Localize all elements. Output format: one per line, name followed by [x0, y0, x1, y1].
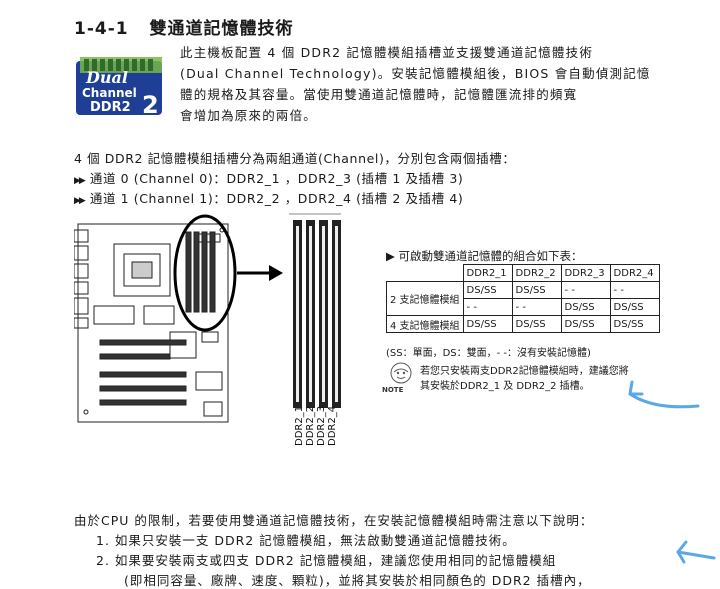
svg-text:Dual: Dual	[85, 68, 128, 87]
combo-table-title: ▶ 可啟動雙通道記憶體的組合如下表：	[386, 248, 583, 264]
intro-line-4: 會增加為原來的兩倍。	[180, 108, 318, 123]
intro-line-3: 體的規格及其容量。當使用雙通道記憶體時，記憶體匯流排的頻寬	[180, 87, 578, 102]
channel-1-line: ▶▶通道 1 (Channel 1)：DDR2_2 ，DDR2_4 (插槽 2 …	[74, 188, 463, 207]
bullet-arrow-icon: ▶	[386, 249, 395, 263]
annotation-arrow-icon	[676, 540, 716, 564]
intro-line-2: (Dual Channel Technology)。安裝記憶體模組後，BIOS …	[180, 66, 651, 81]
slot-label-ddr2-4: DDR2_4	[327, 406, 338, 446]
table-cell: DS/SS	[560, 315, 611, 333]
slot-label-ddr2-1: DDR2_1	[294, 406, 305, 446]
table-cell: DS/SS	[511, 315, 562, 333]
svg-text:NOTE: NOTE	[382, 386, 404, 394]
table-cell: - -	[511, 298, 562, 316]
annotation-arrow-icon	[628, 380, 700, 409]
limit-item-2-continued: (即相同容量、廠牌、速度、顆粒)，並將其安裝於相同顏色的 DDR2 插槽內，	[124, 573, 591, 588]
dual-channel-ddr2-logo: Dual Channel DDR2 2	[74, 55, 166, 121]
table-cell: DS/SS	[462, 281, 513, 299]
intro-line-1: 此主機板配置 4 個 DDR2 記憶體模組插槽並支援雙通道記憶體技術	[180, 45, 594, 60]
note-line-1: 若您只安裝兩支DDR2記憶體模組時，建議您將	[420, 366, 629, 377]
table-header-cell: DDR2_4	[609, 264, 660, 282]
combo-legend: (SS：單面，DS：雙面，- -：沒有安裝記憶體)	[386, 348, 591, 359]
slot-label-ddr2-2: DDR2_2	[305, 406, 316, 446]
table-header-row: DDR2_1 DDR2_2 DDR2_3 DDR2_4	[386, 264, 660, 282]
combo-title-text: 可啟動雙通道記憶體的組合如下表：	[398, 249, 583, 263]
table-row: 2 支記憶體模組 DS/SS DS/SS - - - -	[386, 281, 660, 316]
ddr2-slots-zoom: DDR2_1 DDR2_2 DDR2_3 DDR2_4	[289, 213, 341, 446]
table-cell: DS/SS	[609, 315, 660, 333]
channel-0-text: 通道 0 (Channel 0)：DDR2_1 ，DDR2_3 (插槽 1 及插…	[89, 171, 464, 186]
cpu-limits-intro: 由於CPU 的限制，若要使用雙通道記憶體技術，在安裝記憶體模組時需注意以下說明：	[74, 513, 594, 528]
table-cell: - -	[609, 281, 660, 299]
table-cell: DS/SS	[609, 298, 660, 316]
table-cell: DS/SS	[462, 315, 513, 333]
bullet-arrow-icon: ▶▶	[74, 196, 86, 206]
channel-0-line: ▶▶通道 0 (Channel 0)：DDR2_1 ，DDR2_3 (插槽 1 …	[74, 168, 463, 187]
svg-text:DDR2: DDR2	[90, 100, 131, 115]
row-label-four-modules: 4 支記憶體模組	[386, 315, 464, 333]
limit-item-1: 1. 如果只安裝一支 DDR2 記憶體模組，無法啟動雙通道記憶體技術。	[96, 533, 516, 548]
table-header-cell: DDR2_1	[462, 264, 513, 282]
section-heading: 1-4-1 雙通道記憶體技術	[74, 14, 294, 39]
svg-text:2: 2	[142, 91, 159, 119]
intro-paragraph: 此主機板配置 4 個 DDR2 記憶體模組插槽並支援雙通道記憶體技術 (Dual…	[180, 42, 680, 126]
channel-summary: 4 個 DDR2 記憶體模組插槽分為兩組通道(Channel)，分別包含兩個插槽…	[74, 151, 516, 166]
bullet-arrow-icon: ▶▶	[74, 176, 86, 186]
dual-channel-combo-table: DDR2_1 DDR2_2 DDR2_3 DDR2_4 2 支記憶體模組 DS/…	[386, 264, 660, 333]
slot-label-ddr2-3: DDR2_3	[316, 406, 327, 446]
channel-1-text: 通道 1 (Channel 1)：DDR2_2 ，DDR2_4 (插槽 2 及插…	[89, 191, 464, 206]
table-cell: - -	[462, 298, 513, 316]
table-cell: - -	[560, 281, 611, 299]
note-icon: NOTE	[380, 360, 420, 394]
note-text: 若您只安裝兩支DDR2記憶體模組時，建議您將 其安裝於DDR2_1 及 DDR2…	[420, 364, 629, 394]
right-arrow-icon	[237, 265, 283, 281]
limit-item-2: 2. 如果要安裝兩支或四支 DDR2 記憶體模組，建議您使用相同的記憶體模組	[96, 553, 557, 568]
note-line-2: 其安裝於DDR2_1 及 DDR2_2 插槽。	[420, 381, 590, 392]
row-label-two-modules: 2 支記憶體模組	[386, 281, 464, 316]
table-header-cell: DDR2_3	[560, 264, 611, 282]
table-cell: DS/SS	[560, 298, 611, 316]
table-cell: DS/SS	[511, 281, 562, 299]
table-row: 4 支記憶體模組 DS/SS DS/SS DS/SS DS/SS	[386, 315, 660, 333]
motherboard-diagram	[73, 222, 234, 426]
section-title: 雙通道記憶體技術	[149, 19, 294, 39]
svg-text:Channel: Channel	[82, 86, 137, 100]
slot-highlight-ellipse	[173, 214, 237, 332]
section-number: 1-4-1	[74, 19, 129, 39]
table-header-cell: DDR2_2	[511, 264, 562, 282]
table-row: - - - - DS/SS DS/SS	[387, 298, 660, 316]
